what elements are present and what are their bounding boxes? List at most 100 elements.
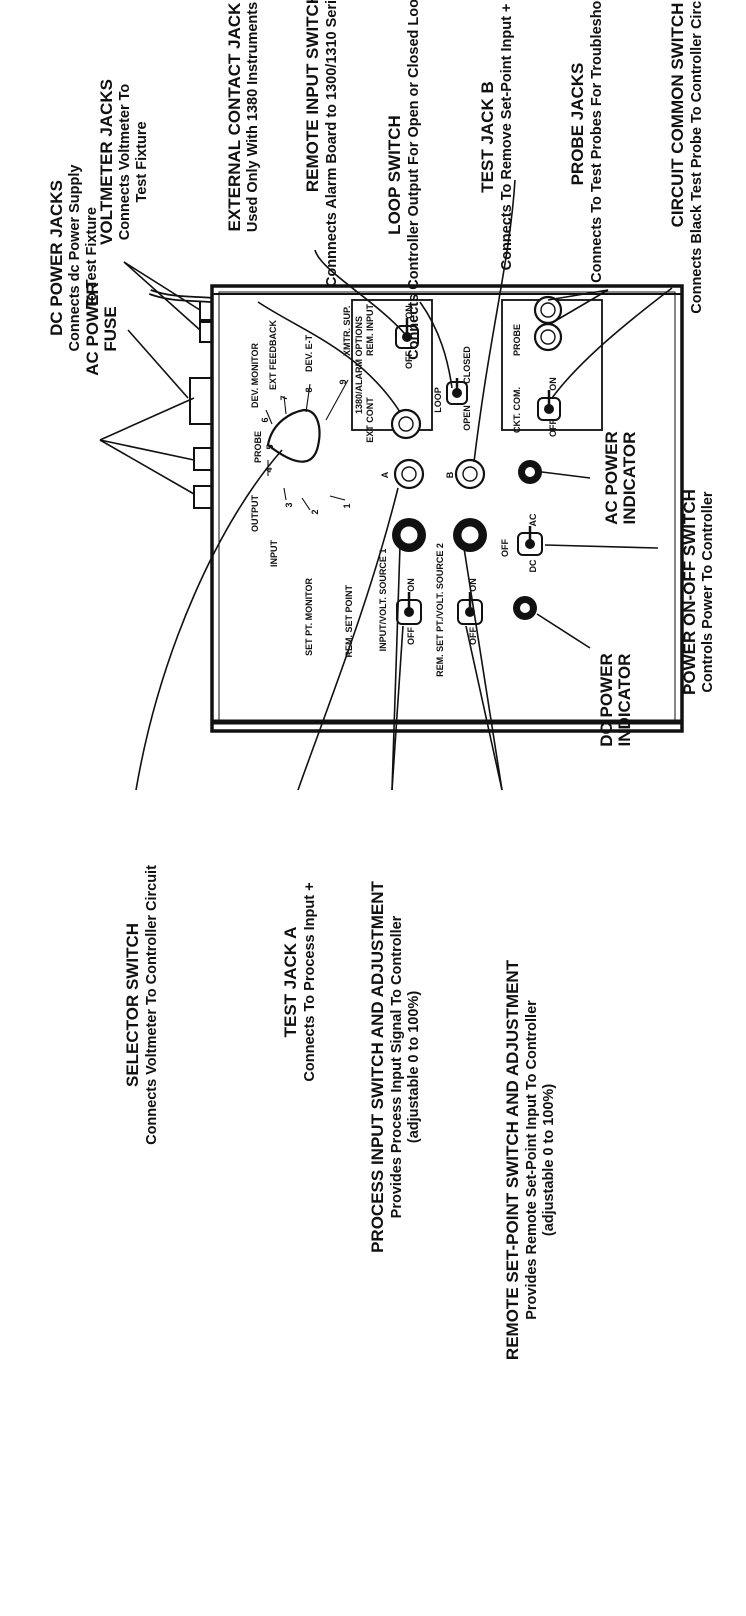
svg-text:Provides Remote Set-Point Inpu: Provides Remote Set-Point Input To Contr… — [524, 1000, 540, 1320]
selector-label-ext-feedback: EXT FEEDBACK — [268, 319, 278, 390]
remote-input-toggle[interactable] — [395, 318, 419, 349]
svg-text:DC POWER: DC POWER — [597, 653, 616, 747]
svg-text:Controls Power To Controller: Controls Power To Controller — [700, 491, 716, 692]
svg-text:Connects dc Power Supply: Connects dc Power Supply — [67, 165, 83, 352]
ext-cont-label: EXT CONT — [365, 397, 375, 443]
svg-text:(adjustable 0 to 100%): (adjustable 0 to 100%) — [406, 991, 422, 1143]
callout-remote-input-switch: REMOTE INPUT SWITCH Connnects Alarm Boar… — [303, 0, 340, 287]
test-fixture-panel: PROBE 5 OUTPUT 4 INPUT 3 SET PT. MONITOR… — [148, 284, 684, 733]
selector-label-output: OUTPUT — [250, 495, 260, 533]
svg-text:VOLTMETER JACKS: VOLTMETER JACKS — [97, 79, 116, 245]
svg-text:To Test Fixture: To Test Fixture — [84, 207, 100, 309]
svg-text:FUSE: FUSE — [101, 306, 120, 351]
svg-text:SELECTOR SWITCH: SELECTOR SWITCH — [123, 923, 142, 1087]
callout-voltmeter-jacks: VOLTMETER JACKS Connects Voltmeter To Te… — [97, 79, 150, 245]
loop-label: LOOP — [433, 387, 443, 413]
selector-label-dev-et: DEV. E-T — [304, 334, 314, 372]
svg-text:REMOTE INPUT SWITCH: REMOTE INPUT SWITCH — [303, 0, 322, 192]
callout-ac-power-fuse: AC POWER FUSE — [83, 282, 120, 376]
callout-remote-setpoint-switch: REMOTE SET-POINT SWITCH AND ADJUSTMENT P… — [503, 959, 557, 1360]
rem-input-on: ON — [404, 305, 414, 319]
selector-num-3: 3 — [284, 502, 294, 507]
selector-label-probe: PROBE — [253, 431, 263, 463]
loop-closed-label: CLOSED — [462, 346, 472, 384]
svg-text:Provides Process Input Signal: Provides Process Input Signal To Control… — [389, 915, 405, 1218]
svg-text:Connects Black Test Probe To C: Connects Black Test Probe To Controller … — [689, 0, 705, 314]
ckt-com-off: OFF — [548, 419, 558, 437]
callout-test-jack-a: TEST JACK A Connects To Process Input + — [281, 882, 318, 1081]
selector-num-1: 1 — [342, 503, 352, 508]
svg-text:TEST JACK A: TEST JACK A — [281, 927, 300, 1038]
callout-loop-switch: LOOP SWITCH Connects Controller Output F… — [385, 0, 422, 360]
callout-test-jack-b: TEST JACK B Connects To Remove Set-Point… — [478, 4, 515, 271]
loop-open-label: OPEN — [462, 405, 472, 431]
svg-text:Connects Voltmeter To: Connects Voltmeter To — [117, 84, 133, 241]
source2-on: ON — [468, 578, 478, 592]
callout-power-on-off-switch: POWER ON-OFF SWITCH Controls Power To Co… — [680, 489, 716, 695]
power-dc-label: DC — [528, 559, 538, 572]
callout-selector-switch: SELECTOR SWITCH Connects Voltmeter To Co… — [123, 865, 160, 1145]
selector-switch-group: PROBE 5 OUTPUT 4 INPUT 3 SET PT. MONITOR… — [250, 306, 354, 658]
ckt-com-label: CKT. COM. — [512, 387, 522, 433]
process-input-toggle[interactable] — [396, 592, 422, 625]
source1-on: ON — [406, 578, 416, 592]
svg-text:(adjustable 0 to 100%): (adjustable 0 to 100%) — [541, 1084, 557, 1236]
svg-text:Connects To Remove Set-Point I: Connects To Remove Set-Point Input + — [499, 4, 515, 271]
svg-text:Connects Voltmeter To Controll: Connects Voltmeter To Controller Circuit — [144, 865, 160, 1145]
circuit-common-toggle[interactable] — [537, 390, 561, 421]
callout-dc-power-jacks: DC POWER JACKS Connects dc Power Supply … — [47, 165, 100, 352]
svg-text:EXTERNAL CONTACT JACK: EXTERNAL CONTACT JACK — [225, 2, 244, 232]
power-on-off-toggle[interactable] — [517, 526, 543, 556]
selector-knob[interactable] — [266, 408, 321, 463]
svg-text:Connects To Process Input +: Connects To Process Input + — [302, 882, 318, 1081]
svg-text:INDICATOR: INDICATOR — [620, 432, 639, 525]
jack-a-label: A — [380, 471, 390, 478]
svg-text:POWER ON-OFF SWITCH: POWER ON-OFF SWITCH — [680, 489, 699, 695]
power-ac-label: AC — [528, 513, 538, 526]
svg-text:DC POWER JACKS: DC POWER JACKS — [47, 180, 66, 336]
source2-off: OFF — [468, 627, 478, 645]
svg-text:Connnects Alarm Board to 1300/: Connnects Alarm Board to 1300/1310 Serie… — [324, 0, 340, 287]
svg-text:Used Only With 1380 Instrument: Used Only With 1380 Instruments — [245, 2, 261, 232]
rem-input-off: OFF — [404, 351, 414, 369]
jack-b-label: B — [445, 471, 455, 478]
selector-label-rem-set-point: REM. SET POINT — [344, 585, 354, 658]
svg-text:PROCESS INPUT SWITCH AND ADJUS: PROCESS INPUT SWITCH AND ADJUSTMENT — [368, 880, 387, 1252]
alarm-options-box: 1380/ALARM OPTIONS EXT CONT REM. INPUT O… — [351, 299, 433, 443]
svg-text:Test Fixture: Test Fixture — [134, 121, 150, 202]
svg-text:AC POWER: AC POWER — [83, 282, 102, 376]
leader-lines — [99, 179, 673, 791]
callout-ac-power-indicator: AC POWER INDICATOR — [602, 431, 639, 525]
remote-setpoint-toggle[interactable] — [457, 592, 483, 625]
svg-text:INDICATOR: INDICATOR — [615, 654, 634, 747]
probe-box: CKT. COM. PROBE OFF ON — [501, 295, 603, 437]
selector-num-2: 2 — [310, 509, 320, 514]
selector-label-xmtr-sup: XMTR. SUP. — [342, 306, 352, 356]
svg-text:Connects Controller Output For: Connects Controller Output For Open or C… — [406, 0, 422, 360]
callout-process-input-switch: PROCESS INPUT SWITCH AND ADJUSTMENT Prov… — [368, 880, 422, 1252]
svg-text:CIRCUIT COMMON SWITCH: CIRCUIT COMMON SWITCH — [668, 3, 687, 228]
svg-text:PROBE JACKS: PROBE JACKS — [568, 63, 587, 186]
svg-text:LOOP SWITCH: LOOP SWITCH — [385, 115, 404, 235]
selector-num-4: 4 — [264, 467, 274, 472]
svg-text:Connects To Test Probes For Tr: Connects To Test Probes For Troubleshoot… — [589, 0, 605, 283]
selector-label-dev-monitor: DEV. MONITOR — [250, 342, 260, 408]
source1-label: INPUT/VOLT. SOURCE 1 — [378, 549, 388, 652]
callout-labels: DC POWER JACKS Connects dc Power Supply … — [47, 0, 716, 1360]
svg-text:AC POWER: AC POWER — [602, 431, 621, 525]
probe-label: PROBE — [512, 324, 522, 356]
source1-off: OFF — [406, 627, 416, 645]
selector-num-6: 6 — [260, 417, 270, 422]
svg-text:TEST JACK B: TEST JACK B — [478, 81, 497, 192]
callout-circuit-common-switch: CIRCUIT COMMON SWITCH Connects Black Tes… — [668, 0, 705, 314]
loop-toggle[interactable] — [446, 378, 468, 405]
selector-num-5: 5 — [265, 444, 275, 449]
source2-label: REM. SET PT./VOLT. SOURCE 2 — [435, 543, 445, 677]
callout-dc-power-indicator: DC POWER INDICATOR — [597, 653, 634, 747]
svg-text:REMOTE SET-POINT SWITCH AND AD: REMOTE SET-POINT SWITCH AND ADJUSTMENT — [503, 959, 522, 1360]
ckt-com-on: ON — [548, 377, 558, 391]
rem-input-label: REM. INPUT — [365, 304, 375, 357]
power-off-label: OFF — [500, 539, 510, 557]
selector-label-set-pt-monitor: SET PT. MONITOR — [304, 578, 314, 656]
